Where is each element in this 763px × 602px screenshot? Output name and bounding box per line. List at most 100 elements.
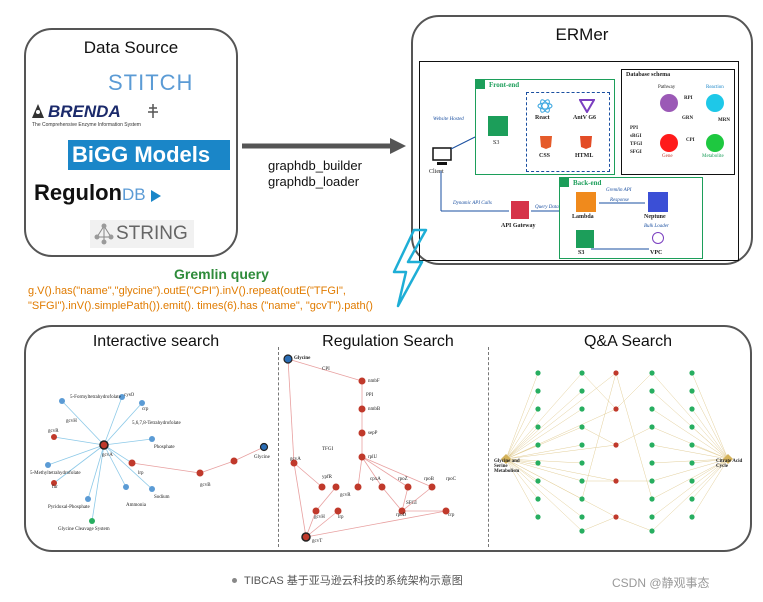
regulondb-logo: RegulonDB [34,180,162,206]
qa-node [649,496,655,502]
qa-node [535,388,541,394]
rs-label-12: gcvR [340,493,351,498]
backend-box: Back-end Lambda Neptune Gremlin API Resp… [559,177,703,259]
qa-node [579,424,585,430]
qa-hub-node [723,454,733,464]
rs-label-4: sepP [368,431,378,436]
qa-edge [505,458,583,532]
qa-node [649,528,655,534]
pipeline-arrow [242,138,406,154]
qa-edge [505,408,617,460]
rs-label-9: rpoZ [398,477,408,482]
qa-edge [651,458,729,518]
edge-grn: GRN [682,116,694,121]
data-source-title: Data Source [83,38,179,57]
is-label-16: fur [52,485,58,490]
is-label-15: Glycine Cleavage System [58,527,110,532]
backend-badge [559,177,569,187]
is-label-9: Glycine [254,455,270,460]
is-label-4: gcvR [48,429,59,434]
regulon-label: Regulon [34,180,122,205]
qa-node [613,478,619,484]
bigg-logo: BiGG Models [68,140,230,170]
metabolite-label: Metabolite [702,154,724,159]
gene-label: Gene [662,154,673,159]
qa-edge [651,458,729,500]
qa-node [579,442,585,448]
frontend-box: Front-end S3 React AntV G6 CSS HTML [475,79,615,175]
qa-edge [581,426,617,446]
website-hosted-label: Website Hosted [433,117,464,122]
backend-s3-icon [576,230,594,248]
is-label-8: gcvA [102,453,113,458]
qa-node [613,514,619,520]
is-label-5: gcvH [66,419,77,424]
rs-label-2: nmbF [368,379,380,384]
qa-edge [651,458,729,482]
qa-edge [505,408,539,460]
rs-label-20: PPI [366,393,374,398]
qa-edge [505,372,539,460]
pipeline-step-builder: graphdb_builder [268,158,362,173]
lambda-icon [576,192,596,212]
rs-label-7: ypfR [322,475,332,480]
qa-edge [505,458,583,518]
qa-node [579,528,585,534]
qa-edge [615,372,653,410]
edge-srgi: sRGI [630,134,642,139]
is-label-11: lrp [138,471,144,476]
is-label-7: 5-Methyltetrahydrofolate [30,471,81,476]
rs-label-16: crp [448,513,455,518]
is-label-13: Sodium [154,495,170,500]
regulon-arrow-icon [151,189,162,202]
qa-edge [505,372,617,460]
api-gateway-icon [511,201,529,219]
qa-node [535,478,541,484]
lambda-label: Lambda [572,214,594,220]
api-gateway-label: API Gateway [501,223,536,229]
qa-search-graph [501,370,733,534]
qa-node [535,406,541,412]
qa-search-title: Q&A Search [583,333,673,350]
qa-edge [505,458,583,482]
rs-label-18: TFGI [322,447,334,452]
qa-node [649,478,655,484]
vpc-icon [652,232,664,244]
frontend-s3-label: S3 [493,140,500,146]
qa-edge [691,458,729,482]
css-icon [540,136,552,149]
qa-edge [505,426,583,460]
regulon-db-label: DB [122,185,146,204]
qa-edge [651,408,729,460]
edge-mrn: MRN [718,118,730,123]
client-label: Client [429,169,444,175]
frontend-s3-icon [488,116,508,136]
backend-title: Back-end [573,179,602,187]
qa-node [579,388,585,394]
is-label-0: 5-Formyltetrahydrofolate [70,395,121,400]
is-label-2: crp [142,407,149,412]
qa-edge [505,372,583,460]
qa-node [689,442,695,448]
qa-node [689,388,695,394]
qa-edge [505,390,583,460]
qa-node [579,478,585,484]
vpc-label: VPC [650,250,663,256]
is-label-6: Phosphate [154,445,175,450]
frontend-title: Front-end [489,81,520,89]
rs-label-13: gcvH [314,515,325,520]
caption: TIBCAS 基于亚马逊云科技的系统架构示意图 [244,575,463,587]
qa-node [689,514,695,520]
qa-node [649,514,655,520]
qa-edge [615,516,653,532]
string-network-icon [94,223,114,245]
qa-node [579,496,585,502]
qa-edge [691,458,729,518]
qa-edge [691,408,729,460]
qa-edge [691,458,729,500]
qa-hub-node [501,454,511,464]
watermark: CSDN @静观事态 [612,576,710,590]
html-label: HTML [575,153,594,159]
qa-edge [505,458,539,482]
qa-edge [505,458,583,464]
